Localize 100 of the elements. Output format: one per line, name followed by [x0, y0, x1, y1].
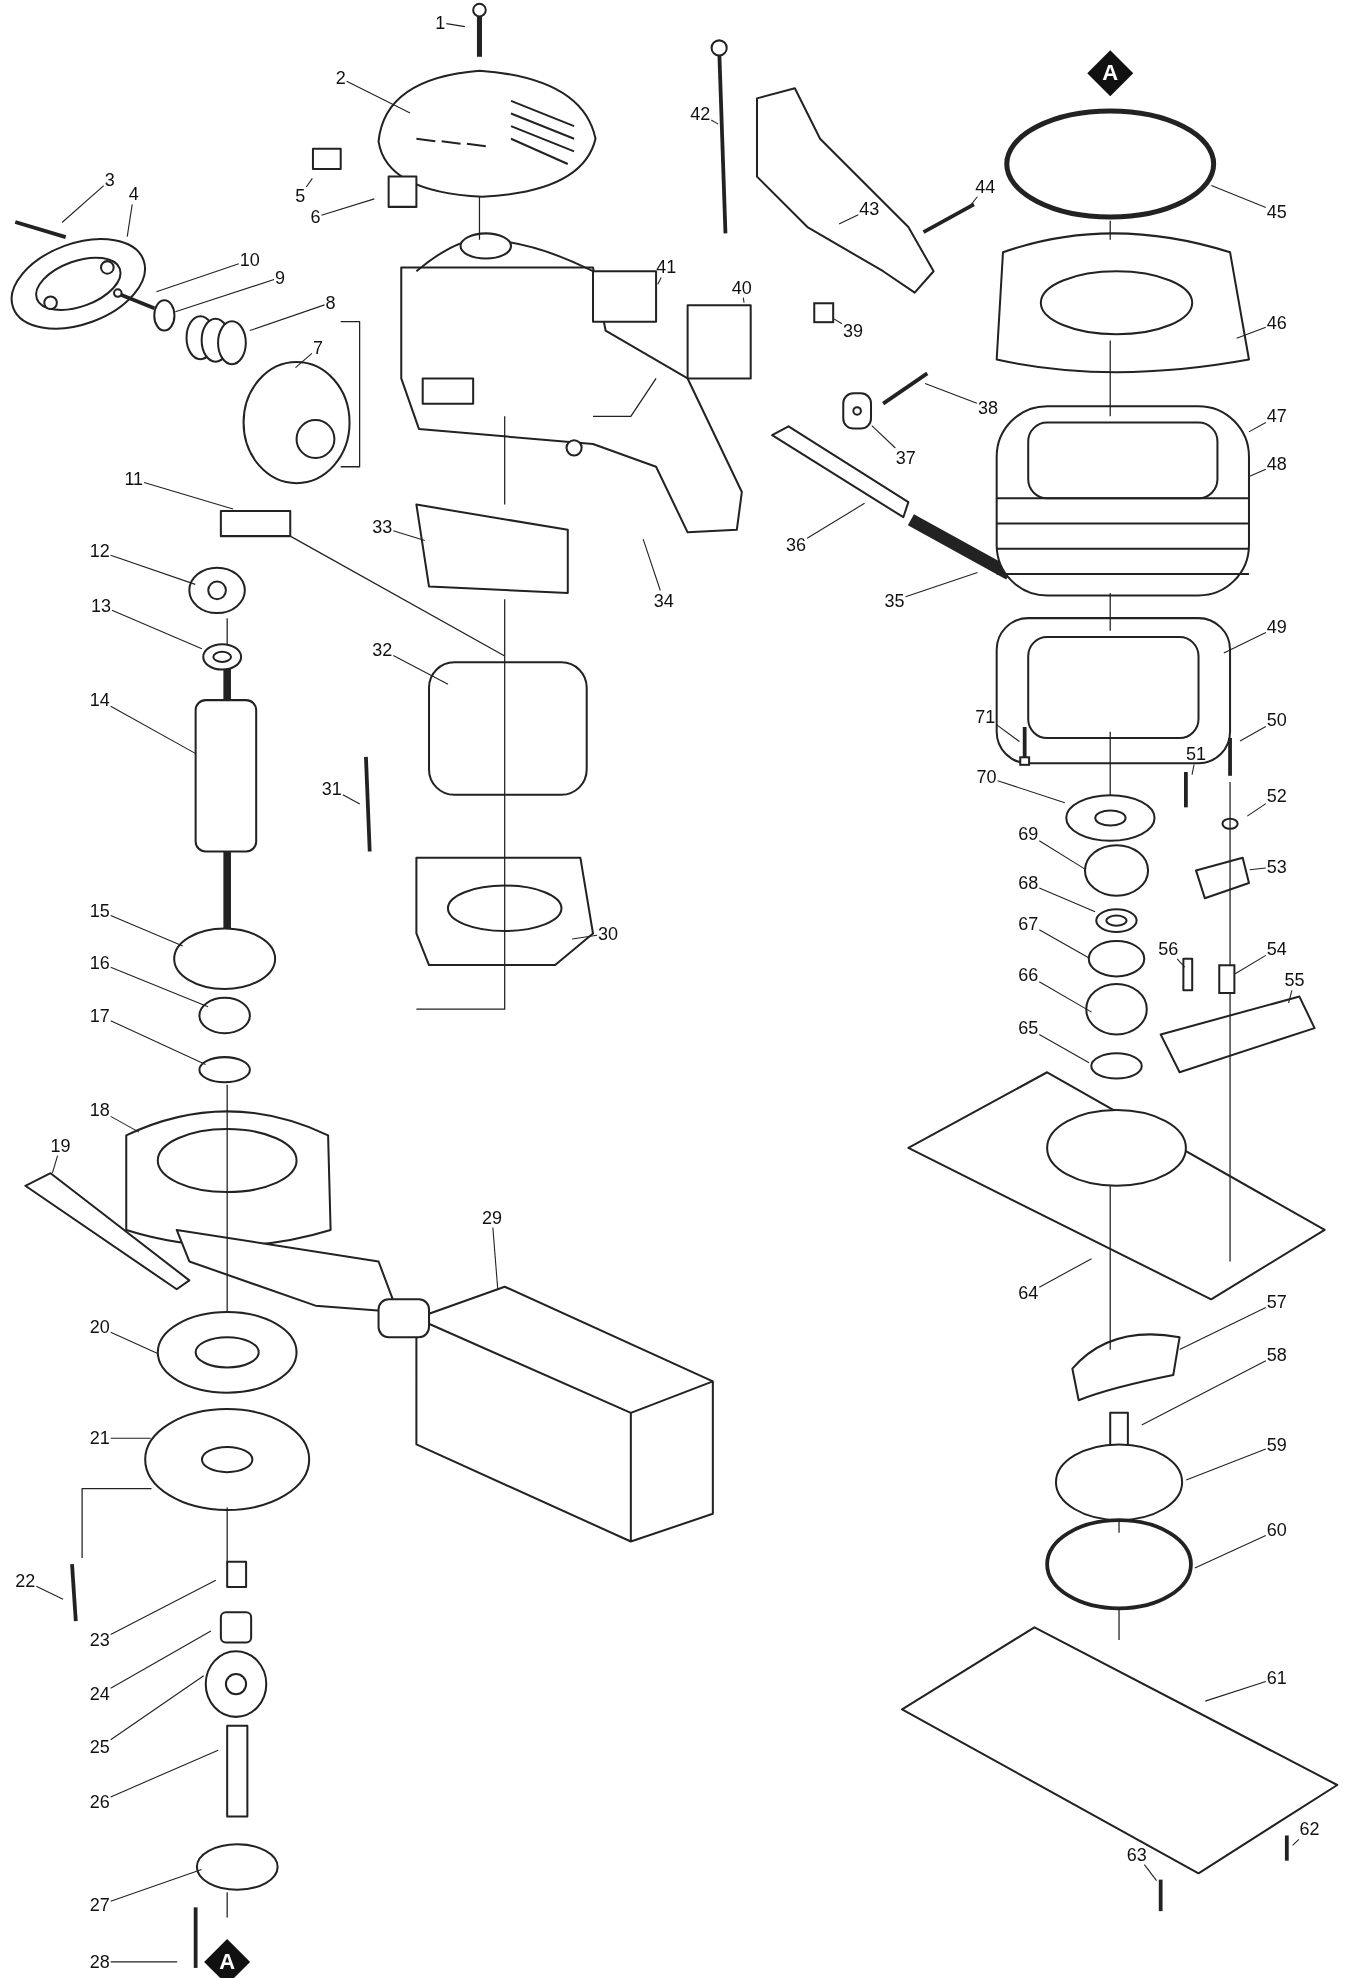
- machine-part-drawing: [841, 392, 872, 431]
- machine-part-drawing: [1019, 726, 1031, 765]
- leader-line: [871, 425, 896, 449]
- leader-line: [155, 263, 240, 293]
- leader-line: [1223, 631, 1267, 654]
- leader-line: [110, 1115, 140, 1133]
- callout-number: 10: [238, 249, 261, 270]
- callout-number: 44: [974, 176, 997, 197]
- callout-number: 63: [1125, 1844, 1148, 1865]
- callout-number: 20: [88, 1317, 111, 1338]
- leader-line: [110, 1020, 207, 1065]
- leader-line: [110, 554, 196, 585]
- reference-marker: A: [204, 1938, 251, 1978]
- leader-line: [1141, 1360, 1267, 1426]
- leader-line: [1194, 1534, 1267, 1569]
- leader-line: [294, 352, 313, 369]
- callout-number: 54: [1265, 938, 1288, 959]
- leader-line: [833, 318, 843, 325]
- leader-line: [305, 177, 313, 188]
- machine-part-drawing: [812, 301, 834, 323]
- callout-number: 34: [652, 590, 675, 611]
- machine-part-drawing: [1064, 793, 1156, 842]
- leader-line: [143, 481, 234, 510]
- callout-number: 42: [689, 103, 712, 124]
- callout-number: 64: [1017, 1283, 1040, 1304]
- leader-line: [657, 276, 662, 285]
- callout-number: 23: [88, 1630, 111, 1651]
- leader-line: [320, 198, 375, 216]
- leader-line: [249, 304, 326, 332]
- callout-number: 45: [1265, 201, 1288, 222]
- callout-number: 29: [481, 1207, 504, 1228]
- leader-line: [1038, 1258, 1093, 1288]
- leader-line: [1038, 887, 1096, 913]
- callout-number: 15: [88, 900, 111, 921]
- callout-number: 68: [1017, 873, 1040, 894]
- callout-number: 32: [371, 639, 394, 660]
- leader-line: [1143, 1864, 1158, 1882]
- leader-line: [1248, 468, 1267, 478]
- leader-line: [51, 1155, 59, 1174]
- leader-line: [110, 915, 184, 947]
- leader-line: [1246, 803, 1267, 817]
- leader-line: [445, 23, 466, 28]
- leader-line: [492, 1226, 499, 1291]
- leader-line: [1038, 1033, 1090, 1064]
- callout-number: 71: [974, 706, 997, 727]
- leader-line: [1191, 763, 1195, 776]
- callout-number: 52: [1265, 786, 1288, 807]
- callout-number: 28: [88, 1951, 111, 1972]
- callout-number: 60: [1265, 1520, 1288, 1541]
- callout-number: 11: [123, 469, 145, 490]
- callout-number: 24: [88, 1684, 111, 1705]
- callout-number: 6: [309, 207, 322, 227]
- callout-number: 49: [1265, 617, 1288, 638]
- leader-line: [968, 196, 978, 208]
- callout-number: 7: [311, 338, 324, 359]
- callout-number: 57: [1265, 1292, 1288, 1313]
- callout-number: 26: [88, 1791, 111, 1812]
- leader-line: [1210, 185, 1267, 209]
- callout-number: 37: [894, 448, 917, 468]
- leader-line: [995, 724, 1020, 743]
- leader-line: [110, 1630, 212, 1689]
- leader-line: [1204, 1681, 1267, 1702]
- callout-number: 5: [294, 185, 307, 206]
- leader-line: [1234, 954, 1267, 975]
- leader-line: [110, 966, 209, 1008]
- leader-line: [710, 119, 719, 125]
- machine-part-drawing: [113, 287, 157, 311]
- callout-number: 12: [88, 541, 111, 562]
- leader-line: [392, 530, 426, 541]
- callout-number: 19: [49, 1135, 72, 1156]
- callout-number: 13: [89, 595, 112, 616]
- callout-number: 22: [14, 1570, 37, 1591]
- callout-number: 40: [730, 277, 753, 298]
- callout-number: 61: [1265, 1668, 1288, 1689]
- callout-number: 21: [88, 1428, 111, 1449]
- leader-line: [61, 185, 105, 223]
- leader-line: [924, 382, 978, 404]
- leader-line: [392, 655, 449, 685]
- leader-line: [111, 609, 203, 650]
- leader-line: [110, 1869, 203, 1902]
- callout-number: 18: [88, 1100, 111, 1121]
- leader-line: [110, 1675, 205, 1741]
- callout-number: 70: [975, 767, 998, 788]
- callout-number: 36: [785, 535, 808, 556]
- leader-line: [571, 934, 598, 940]
- callout-number: 65: [1017, 1018, 1040, 1039]
- leader-line: [1038, 981, 1093, 1013]
- callout-number: 2: [334, 68, 347, 89]
- leader-line: [838, 214, 859, 225]
- callout-number: 1: [434, 12, 447, 33]
- leader-line: [110, 1749, 219, 1798]
- callout-number: 14: [88, 690, 111, 711]
- callout-number: 33: [371, 517, 394, 538]
- machine-part-drawing: [201, 643, 243, 672]
- callout-number: 66: [1017, 965, 1040, 986]
- leader-line: [110, 705, 197, 755]
- leader-line: [1248, 421, 1267, 433]
- machine-part-drawing: [152, 299, 176, 332]
- callout-number: 46: [1265, 313, 1288, 333]
- leader-line: [997, 780, 1066, 804]
